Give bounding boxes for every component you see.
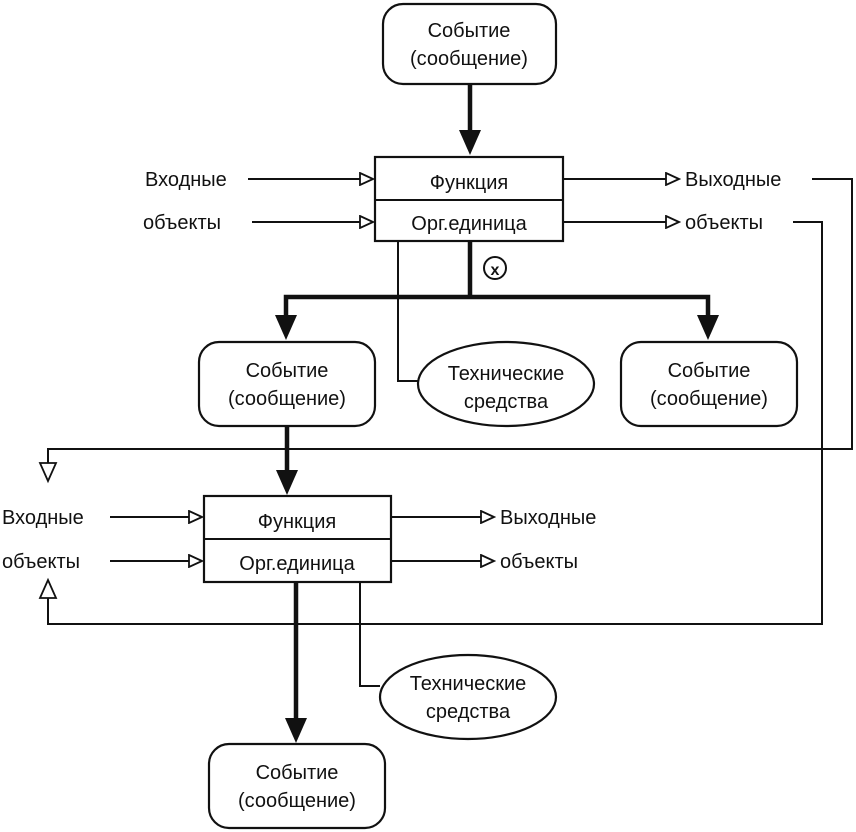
svg-text:(сообщение): (сообщение) bbox=[650, 388, 768, 410]
function-box-2: Функция Орг.единица bbox=[202, 494, 393, 584]
svg-text:Технические: Технические bbox=[448, 363, 565, 385]
event-top: Событие (сообщение) bbox=[381, 2, 558, 86]
svg-text:Технические: Технические bbox=[410, 673, 527, 695]
svg-text:средства: средства bbox=[464, 391, 549, 413]
tech-means-2: Технические средства bbox=[378, 653, 558, 741]
output-label-2a: Выходные bbox=[500, 507, 596, 529]
output-label-1b: объекты bbox=[685, 212, 763, 234]
svg-text:Событие: Событие bbox=[668, 360, 751, 382]
output-label-2b: объекты bbox=[500, 551, 578, 573]
svg-text:Событие: Событие bbox=[256, 762, 339, 784]
event-right: Событие (сообщение) bbox=[619, 340, 799, 428]
xor-connector bbox=[483, 256, 507, 280]
svg-text:Событие: Событие bbox=[428, 20, 511, 42]
svg-text:(сообщение): (сообщение) bbox=[238, 790, 356, 812]
function-label-2: Функция bbox=[258, 511, 336, 533]
output-label-1a: Выходные bbox=[685, 169, 781, 191]
input-label-1b: объекты bbox=[143, 212, 221, 234]
input-label-2a: Входные bbox=[2, 507, 84, 529]
org-unit-label-2: Орг.единица bbox=[239, 553, 355, 575]
svg-text:(сообщение): (сообщение) bbox=[410, 48, 528, 70]
input-label-1a: Входные bbox=[145, 169, 227, 191]
event-left: Событие (сообщение) bbox=[197, 340, 377, 428]
tech-means-1: Технические средства bbox=[416, 340, 596, 428]
svg-text:Событие: Событие bbox=[246, 360, 329, 382]
function-label-1: Функция bbox=[430, 172, 508, 194]
svg-text:x: x bbox=[491, 262, 500, 279]
svg-text:(сообщение): (сообщение) bbox=[228, 388, 346, 410]
function-box-1: Функция Орг.единица bbox=[373, 155, 565, 243]
org-unit-label-1: Орг.единица bbox=[411, 213, 527, 235]
svg-text:средства: средства bbox=[426, 701, 511, 723]
input-label-2b: объекты bbox=[2, 551, 80, 573]
event-bottom: Событие (сообщение) bbox=[207, 742, 387, 830]
